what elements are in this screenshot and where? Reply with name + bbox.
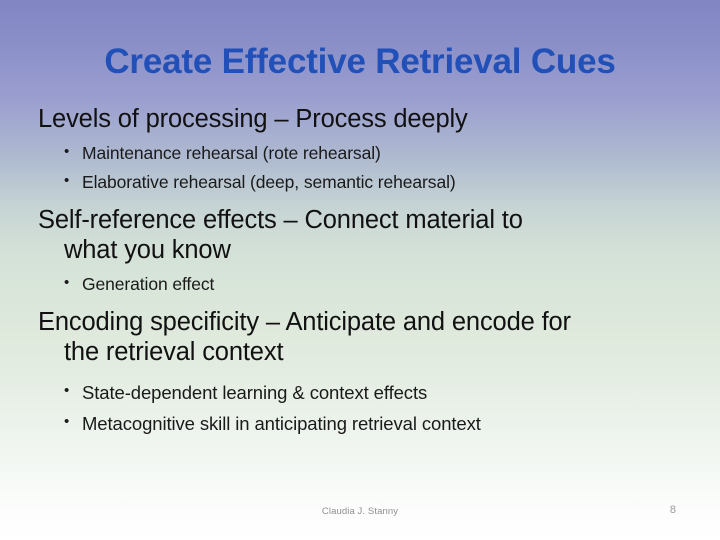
bullet-level1-text: Self-reference effects – Connect materia… <box>38 206 523 235</box>
bullet-level1: Self-reference effects – Connect materia… <box>38 205 698 265</box>
bullet-level1-text-continuation: what you know <box>64 236 231 265</box>
bullet-level2-text: Elaborative rehearsal (deep, semantic re… <box>82 172 456 193</box>
bullet-level2-text: Generation effect <box>82 274 215 295</box>
bullet-level1-text-continuation: the retrieval context <box>64 338 284 367</box>
bullet-dot-icon: • <box>64 172 70 190</box>
spacer <box>38 296 698 307</box>
bullet-level2: • Generation effect <box>38 274 698 295</box>
bullet-level2: • Metacognitive skill in anticipating re… <box>38 413 698 435</box>
bullet-level2: • Maintenance rehearsal (rote rehearsal) <box>38 143 698 164</box>
bullet-level2: • State-dependent learning & context eff… <box>38 382 698 404</box>
slide-title: Create Effective Retrieval Cues <box>104 42 616 81</box>
bullet-dot-icon: • <box>64 412 70 430</box>
slide-body: Levels of processing – Process deeply • … <box>38 104 698 436</box>
spacer <box>38 165 698 172</box>
slide-number: 8 <box>669 504 676 516</box>
bullet-dot-icon: • <box>64 143 70 161</box>
bullet-dot-icon: • <box>64 382 70 400</box>
bullet-level1-text: Encoding specificity – Anticipate and en… <box>38 308 571 337</box>
spacer <box>38 194 698 205</box>
spacer <box>38 136 698 143</box>
bullet-level2: • Elaborative rehearsal (deep, semantic … <box>38 172 698 193</box>
bullet-level2-text: Metacognitive skill in anticipating retr… <box>82 412 481 434</box>
spacer <box>38 267 698 274</box>
bullet-level2-text: State-dependent learning & context effec… <box>82 382 428 404</box>
bullet-level2-text: Maintenance rehearsal (rote rehearsal) <box>82 143 381 164</box>
bullet-dot-icon: • <box>64 274 70 292</box>
footer-author: Claudia J. Stanny <box>321 506 399 517</box>
bullet-level1: Encoding specificity – Anticipate and en… <box>38 307 698 367</box>
bullet-level1-text: Levels of processing – Process deeply <box>38 105 468 133</box>
spacer <box>38 369 698 382</box>
bullet-level1: Levels of processing – Process deeply <box>38 104 698 134</box>
spacer <box>38 406 698 413</box>
